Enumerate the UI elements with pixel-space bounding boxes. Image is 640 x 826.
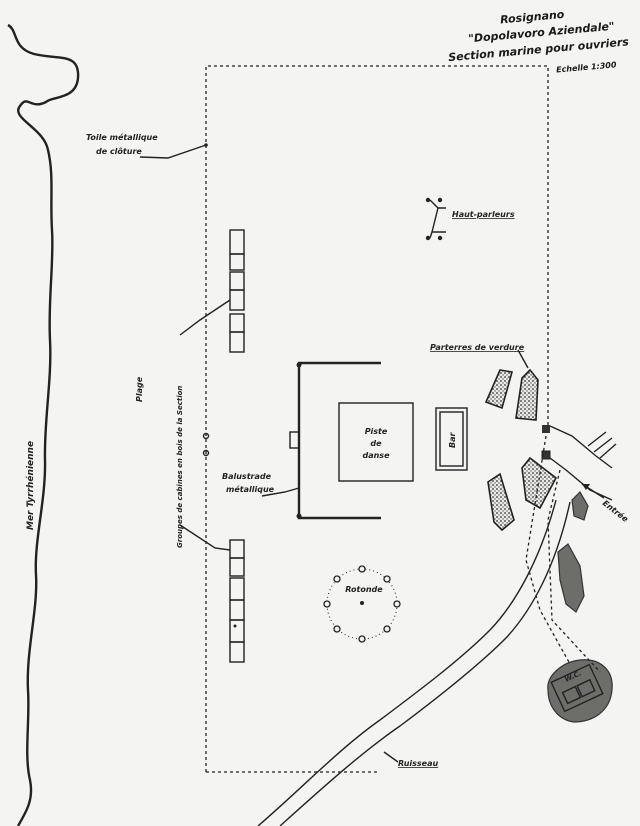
balustrade-gate [289, 431, 300, 449]
title-scale: Echelle 1:300 [556, 60, 617, 74]
dance-floor-label-1: Piste [365, 427, 388, 436]
greenery-leader [517, 349, 529, 369]
stream-bank [257, 499, 557, 826]
rotunda-label: Rotonde [345, 585, 383, 594]
fence-label-line1: Toile métallique [86, 132, 158, 142]
entrance-road-edge [549, 425, 613, 469]
greenery-bed [484, 369, 514, 410]
fence-label-line2: de clôture [96, 146, 142, 156]
cabins-label: Groupes de cabines en bois de la Section [176, 386, 184, 548]
wc-cubicle [576, 678, 596, 698]
beach-post [202, 432, 210, 440]
sea-label: Mer Tyrrhénienne [25, 441, 36, 530]
rotunda [323, 565, 401, 643]
stream-leader [383, 751, 399, 763]
cabins-leader-lower [179, 524, 231, 551]
bar [435, 407, 468, 471]
balustrade-post [296, 362, 302, 368]
entrance-road-edge [549, 457, 613, 501]
loudspeakers-symbol [425, 197, 446, 241]
balustrade-label-line2: métallique [226, 484, 275, 494]
balustrade-label-line1: Balustrade [222, 472, 272, 481]
balustrade [297, 361, 381, 520]
greenery-bed [521, 456, 558, 510]
wc-cubicle [561, 685, 582, 705]
stream-label: Ruisseau [398, 759, 439, 768]
shrub [571, 491, 589, 521]
wc-building [550, 663, 604, 713]
fence-perimeter [205, 65, 549, 772]
coastline [7, 23, 80, 826]
stream-bank [279, 501, 571, 826]
bar-inner [439, 411, 464, 467]
balustrade-leader [261, 487, 300, 497]
cabin-group-upper [229, 229, 245, 353]
dance-floor-label-3: danse [362, 451, 390, 460]
road-bridge [587, 431, 617, 459]
greenery-bed [487, 472, 515, 532]
fence-leader [139, 144, 207, 159]
cabin-dot [233, 624, 237, 628]
beach-label: Plage [135, 376, 144, 402]
greenery-label: Parterres de verdure [430, 343, 525, 352]
entrance-label: Entrée [601, 498, 631, 525]
greenery-bed [515, 368, 539, 421]
shrub [557, 543, 585, 613]
fence-leader-dot [204, 143, 208, 147]
entrance-gate-post [541, 450, 551, 460]
cabin-group-lower [229, 539, 245, 663]
entrance-gate-post [542, 425, 550, 433]
cabins-leader-upper [179, 299, 231, 336]
wc-path [547, 469, 601, 673]
wc-path [525, 435, 571, 665]
beach-post [202, 449, 210, 457]
dance-floor [338, 402, 414, 482]
balustrade-post [296, 513, 302, 519]
entrance-arrow-head [582, 484, 590, 490]
title-place: Rosignano [500, 8, 566, 27]
bar-label: Bar [448, 432, 457, 448]
loudspeakers-label: Haut-parleurs [452, 210, 515, 219]
dance-floor-label-2: de [370, 439, 382, 448]
